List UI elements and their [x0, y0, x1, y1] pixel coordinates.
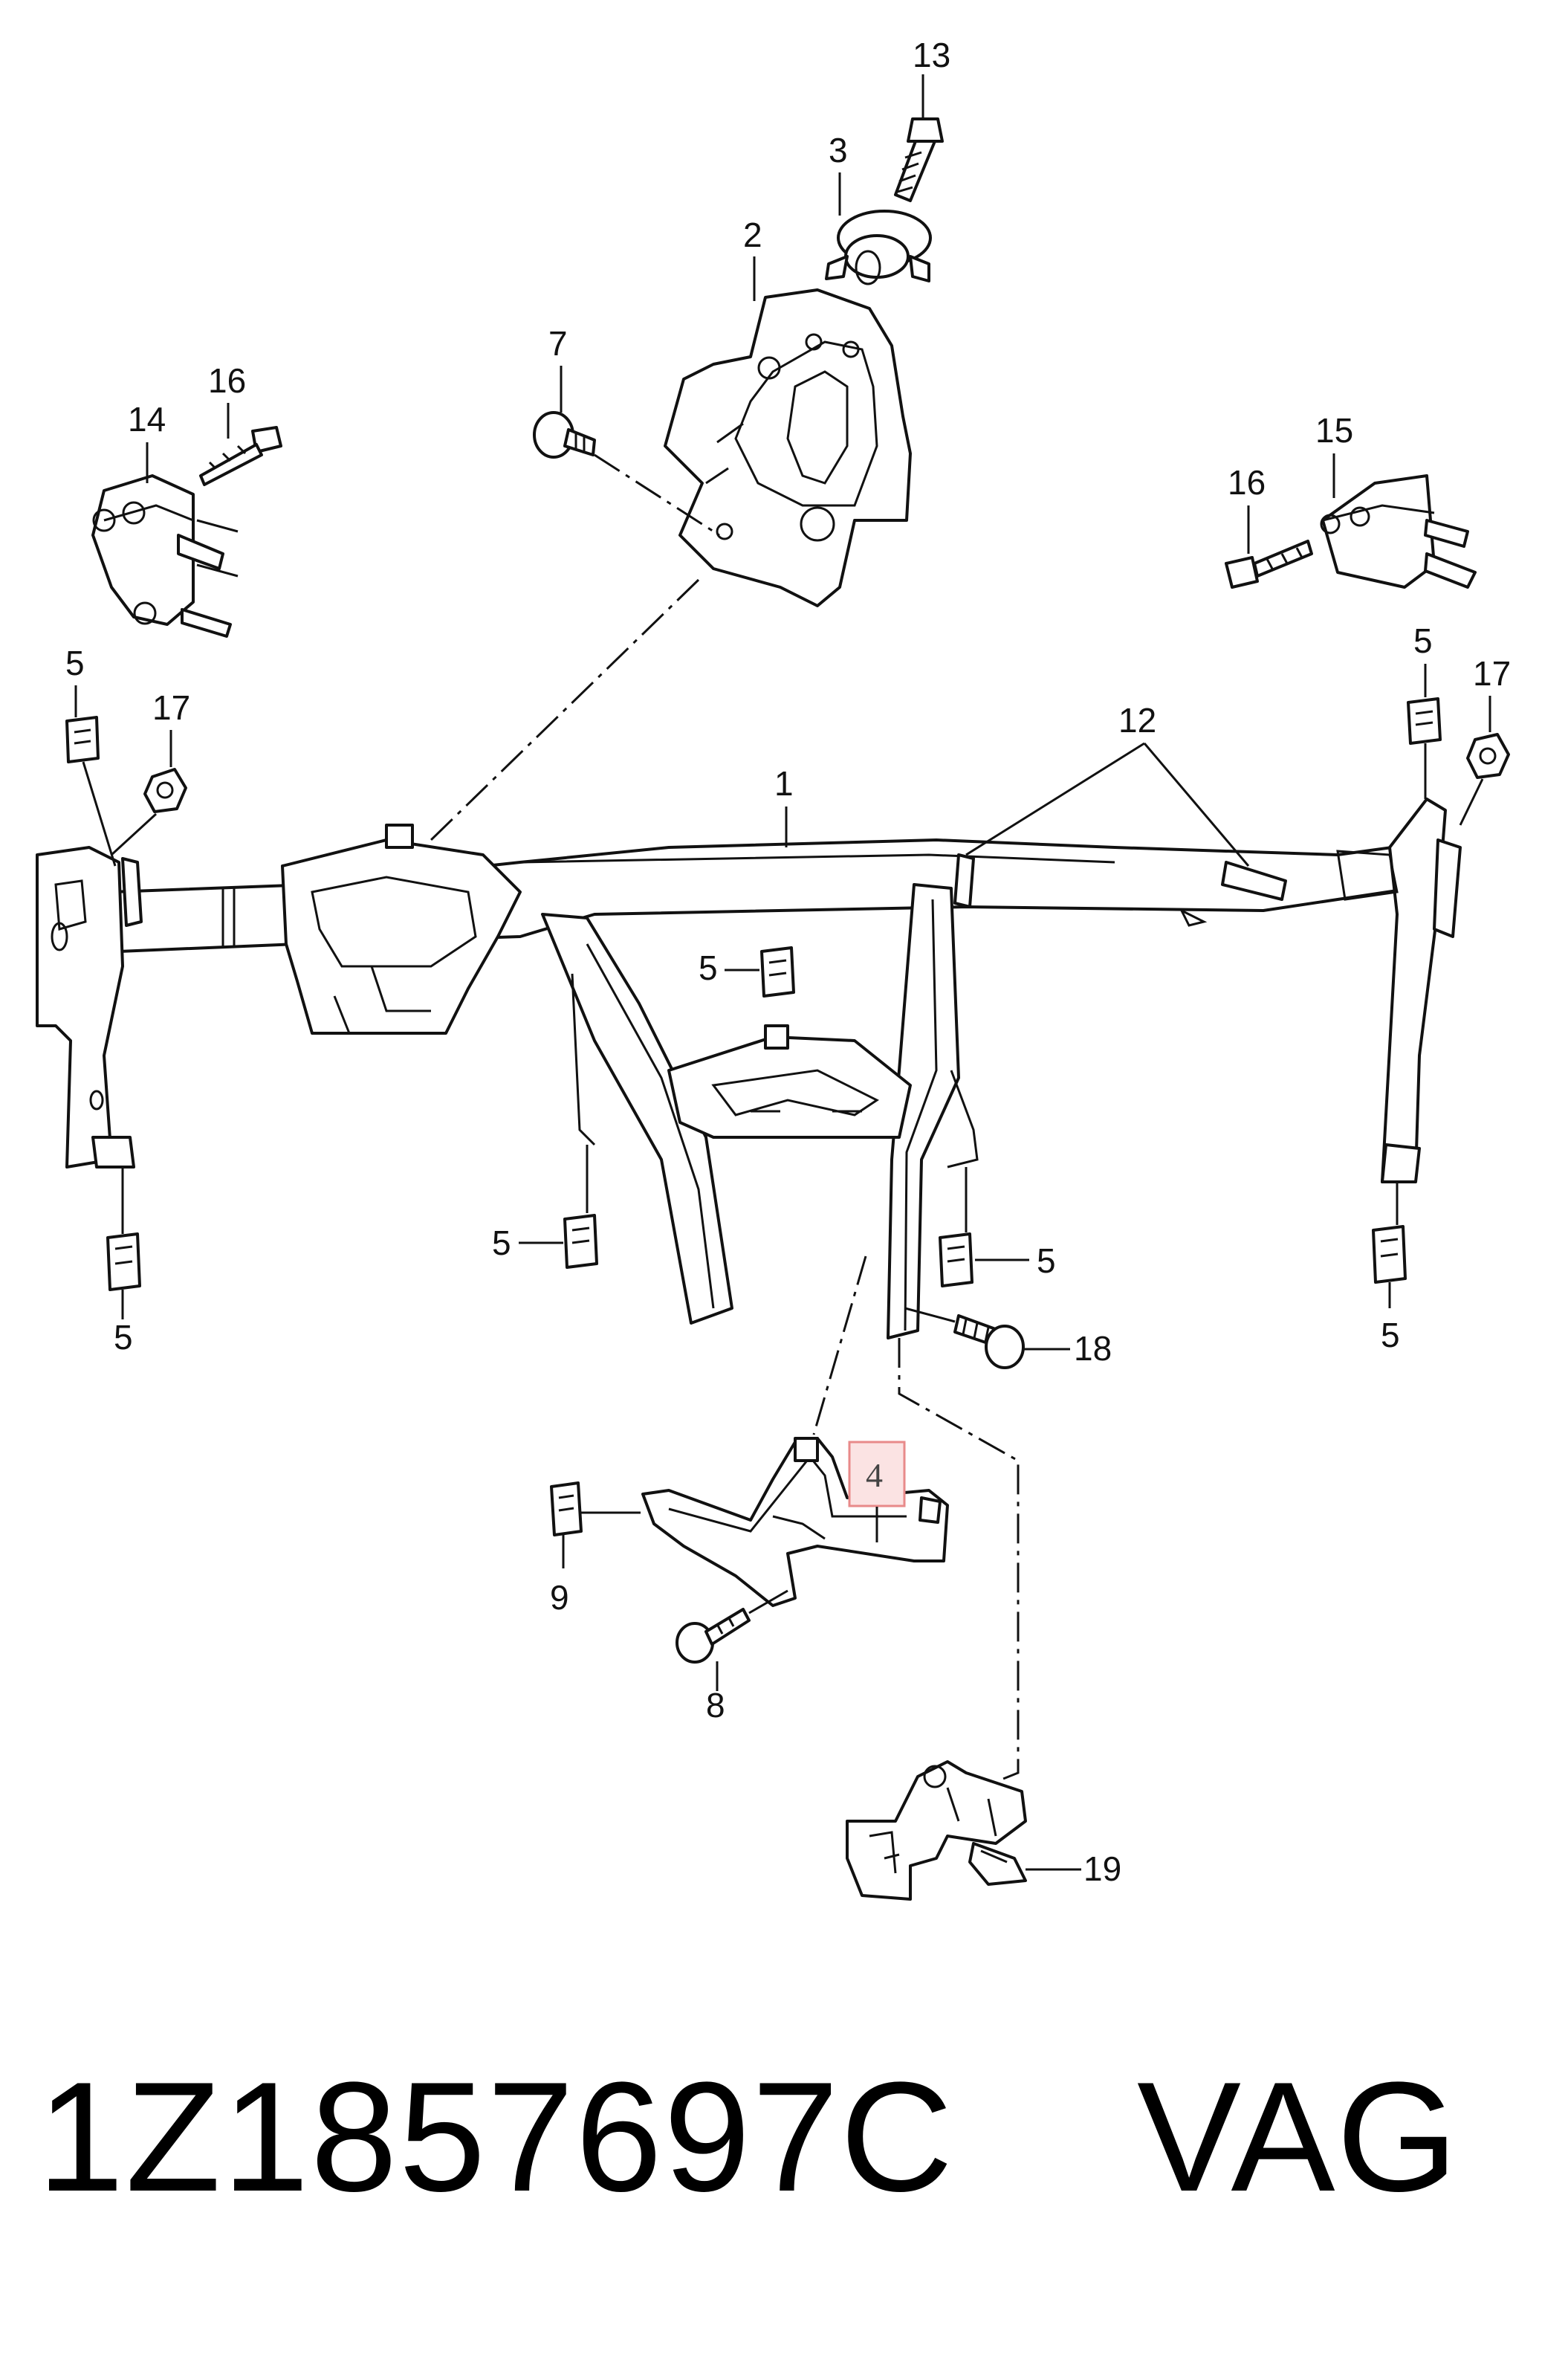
callout-13: 13	[913, 36, 950, 74]
callout-3: 3	[829, 131, 848, 169]
clip-5-center-left[interactable]	[563, 1214, 598, 1269]
bolt-18[interactable]	[953, 1314, 1025, 1369]
callout-5-top-right: 5	[1413, 621, 1433, 660]
bolt-13[interactable]	[894, 117, 944, 202]
callout-5-bottom-left: 5	[114, 1318, 133, 1357]
callout-14: 14	[128, 400, 166, 439]
nut-17-right[interactable]	[1466, 733, 1510, 779]
callout-9: 9	[550, 1578, 569, 1617]
callout-2: 2	[743, 216, 762, 254]
part-number: 1Z1857697C	[37, 2049, 955, 2224]
callout-17-right: 17	[1473, 654, 1511, 693]
callout-7: 7	[548, 324, 568, 363]
bolt-8[interactable]	[676, 1608, 751, 1664]
callout-19: 19	[1083, 1849, 1121, 1888]
bracket-19[interactable]	[846, 1760, 1027, 1901]
callout-17-left: 17	[152, 688, 190, 727]
clip-5-top-left[interactable]	[65, 716, 100, 763]
callout-5-center-right: 5	[1037, 1241, 1056, 1280]
nut-17-left[interactable]	[143, 768, 187, 813]
bolt-16-right[interactable]	[1225, 540, 1313, 589]
clip-9[interactable]	[550, 1481, 583, 1536]
footer: 1Z1857697C VAG	[0, 2037, 1568, 2366]
bracket-15[interactable]	[1320, 474, 1477, 589]
callout-18: 18	[1074, 1329, 1112, 1368]
brand-label: VAG	[1137, 2049, 1460, 2224]
callout-5-bottom-right: 5	[1381, 1316, 1400, 1354]
clip-5-bottom-right[interactable]	[1372, 1225, 1407, 1284]
callout-1: 1	[774, 764, 794, 803]
highlight-box-4	[848, 1441, 906, 1507]
screw-7[interactable]	[533, 411, 596, 459]
callout-5-center-left: 5	[492, 1224, 511, 1262]
clip-5-center-right[interactable]	[939, 1232, 973, 1287]
bracket-14[interactable]	[91, 474, 239, 638]
callout-16-right: 16	[1228, 463, 1266, 502]
parts-diagram: 13 3 2 7 14	[36, 36, 1511, 1901]
bolt-16-left[interactable]	[199, 426, 282, 486]
callout-5-center-top: 5	[699, 948, 718, 987]
callout-4[interactable]: 4	[866, 1456, 883, 1494]
grommet-3[interactable]	[825, 210, 932, 285]
callout-5-top-left: 5	[65, 644, 85, 682]
bracket-2[interactable]	[664, 288, 912, 607]
clip-5-center-top[interactable]	[760, 946, 795, 998]
clip-5-bottom-left[interactable]	[106, 1232, 141, 1291]
callout-15: 15	[1315, 411, 1353, 450]
callout-12: 12	[1118, 701, 1156, 740]
clip-5-top-right[interactable]	[1407, 697, 1442, 745]
bracket-4[interactable]	[641, 1437, 949, 1607]
cross-member-1[interactable]	[36, 798, 1462, 1339]
callout-8: 8	[706, 1686, 725, 1725]
callout-16-left: 16	[208, 361, 246, 400]
